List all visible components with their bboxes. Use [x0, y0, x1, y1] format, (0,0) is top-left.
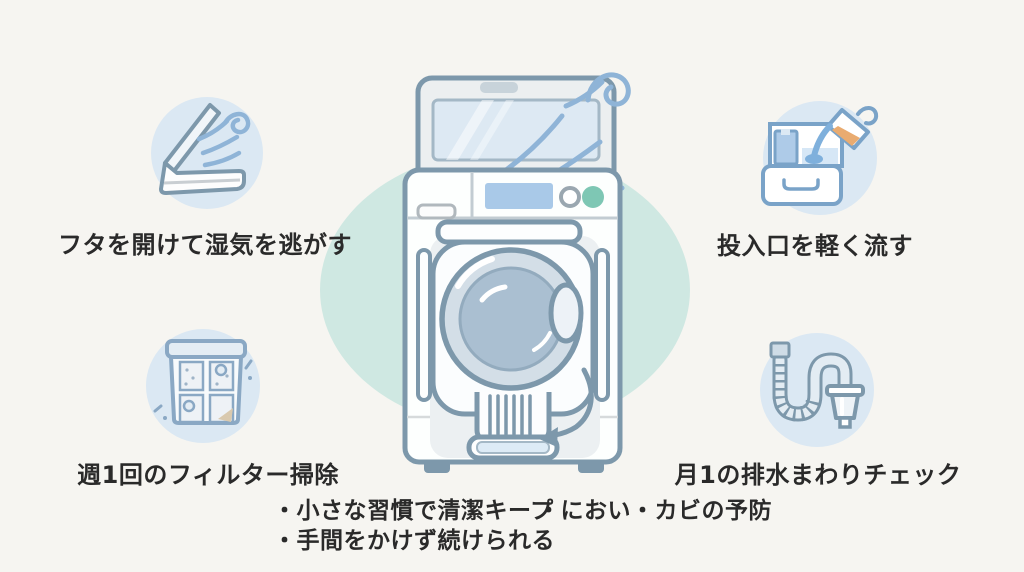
drain-filter-column	[466, 392, 560, 461]
drain-port-body	[830, 393, 860, 420]
door-latch	[548, 282, 584, 344]
drawer-tray	[761, 164, 843, 206]
arrow-to-filter	[539, 367, 594, 447]
note-line: ・小さな習慣で清潔キープ	[273, 498, 554, 524]
washing-machine-illustration	[402, 72, 631, 473]
tip-label: 週1回のフィルター掃除	[77, 461, 339, 489]
drain-hose-icon	[760, 333, 874, 447]
door-assembly	[416, 219, 610, 458]
open-lid-airflow-icon	[151, 97, 263, 209]
detergent-drawer-handle	[416, 203, 457, 220]
machine-foot-right	[578, 460, 604, 473]
machine-foot-left	[424, 460, 450, 473]
cup-liquid	[832, 126, 860, 146]
note-line: ・におい・カビの予防	[537, 498, 772, 524]
water-stream	[811, 123, 833, 159]
note-line: ・手間をかけず続けられる	[273, 528, 555, 554]
knob-white	[559, 186, 581, 208]
lint-filter-icon	[146, 329, 260, 443]
rinse-detergent-inlet-icon	[761, 101, 879, 215]
display-screen	[485, 183, 553, 209]
tip-label: フタを開けて湿気を逃がす	[58, 231, 352, 259]
control-panel	[416, 183, 604, 220]
tip-label: 投入口を軽く流す	[717, 232, 913, 260]
tip-label: 月1の排水まわりチェック	[674, 461, 962, 489]
lid-handle-notch	[480, 82, 518, 93]
knob-teal	[582, 186, 604, 208]
drum-window	[458, 266, 564, 372]
